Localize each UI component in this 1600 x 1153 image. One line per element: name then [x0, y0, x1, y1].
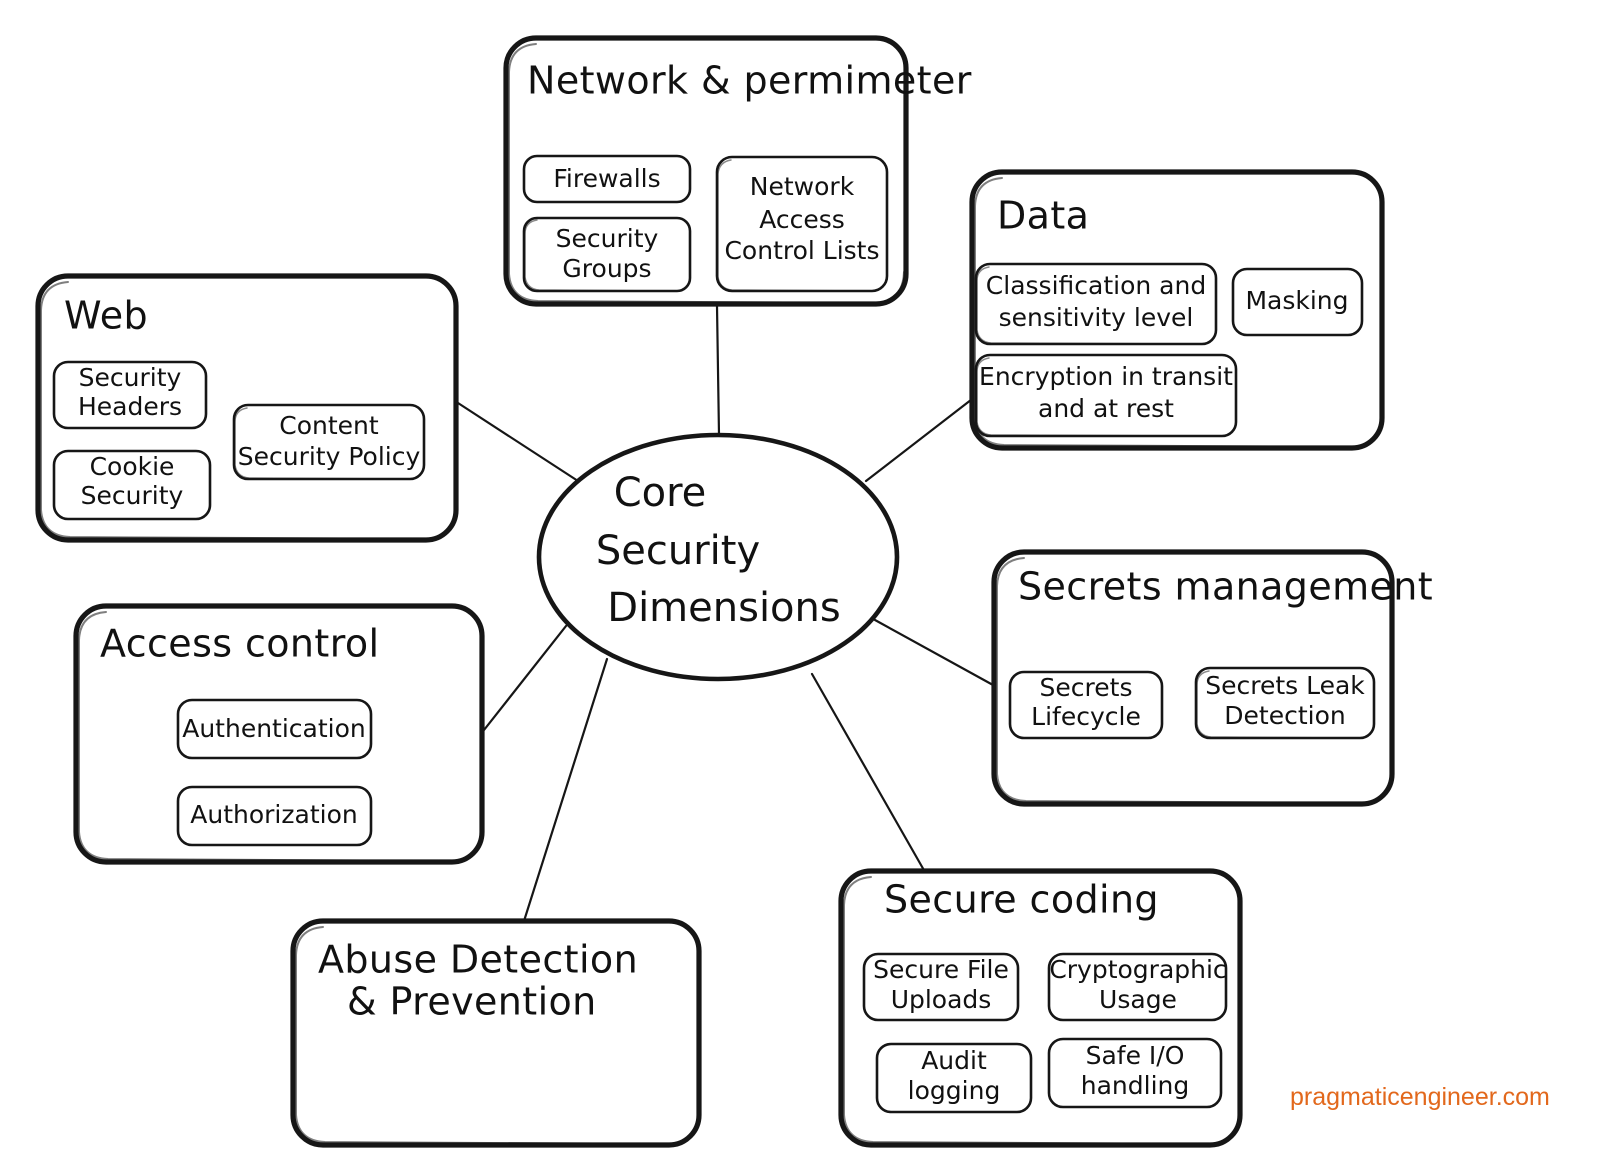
- item-network-acl-sketch: [717, 159, 873, 292]
- connector-access: [482, 624, 568, 732]
- item-authorization-label: Authorization: [190, 800, 357, 829]
- item-safe-io-handling-line2: handling: [1081, 1071, 1189, 1100]
- center-label-line1: Core: [614, 470, 707, 516]
- item-secure-file-uploads[interactable]: [862, 952, 1020, 1022]
- item-security-groups-line2: Groups: [562, 254, 651, 283]
- item-secrets-lifecycle-line1: Secrets: [1040, 673, 1133, 702]
- item-csp-line1: Content: [279, 411, 379, 440]
- connector-abuse: [522, 657, 609, 923]
- connector-lines: [456, 304, 995, 923]
- item-cryptographic-usage-line1: Cryptographic: [1049, 955, 1226, 984]
- group-abuse-title-line1: Abuse Detection: [318, 938, 638, 982]
- item-network-acl-line3: Control Lists: [724, 236, 879, 265]
- item-authorization[interactable]: [176, 785, 373, 847]
- item-masking-label: Masking: [1245, 286, 1348, 315]
- group-web[interactable]: Web Security Headers Cookie Security Con…: [35, 273, 459, 543]
- item-csp-line2: Security Policy: [238, 442, 421, 471]
- item-audit-logging[interactable]: [875, 1042, 1033, 1114]
- item-classification-line2: sensitivity level: [999, 303, 1194, 332]
- watermark-pragmaticengineer: pragmaticengineer.com: [1290, 1083, 1550, 1111]
- group-abuse-title-line2: & Prevention: [347, 980, 597, 1024]
- item-secrets-leak-line2: Detection: [1224, 701, 1345, 730]
- item-encryption-line1: Encryption in transit: [979, 362, 1233, 391]
- item-audit-logging-line1: Audit: [921, 1046, 987, 1075]
- group-coding-box-sketch: [843, 876, 1213, 1145]
- item-cryptographic-usage-line2: Usage: [1099, 985, 1177, 1014]
- item-network-acl-line1: Network: [750, 172, 855, 201]
- connector-web: [456, 401, 580, 483]
- item-security-groups-sketch: [524, 219, 677, 292]
- group-abuse-box-sketch: [295, 926, 672, 1145]
- group-web-box-sketch: [40, 281, 429, 540]
- center-ellipse[interactable]: [536, 432, 900, 682]
- item-cookie-security-line2: Security: [81, 481, 184, 510]
- group-secrets-box[interactable]: [991, 549, 1395, 807]
- item-safe-io-handling-line1: Safe I/O: [1086, 1041, 1185, 1070]
- connector-data: [864, 384, 991, 483]
- group-abuse-detection[interactable]: Abuse Detection & Prevention: [290, 918, 702, 1148]
- item-classification-sketch: [976, 266, 1203, 345]
- item-cookie-security-line1: Cookie: [90, 452, 175, 481]
- item-secrets-leak-line1: Secrets Leak: [1205, 671, 1365, 700]
- group-secrets-box-sketch: [996, 557, 1365, 804]
- center-label-line3: Dimensions: [607, 585, 840, 631]
- connector-secrets: [873, 618, 995, 687]
- group-access-box-sketch: [78, 611, 455, 862]
- item-secrets-leak-sketch: [1196, 670, 1361, 739]
- item-encryption-line2: and at rest: [1038, 394, 1174, 423]
- group-secure-coding[interactable]: Secure coding Secure File Uploads Crypto…: [838, 868, 1243, 1148]
- item-secrets-lifecycle[interactable]: [1008, 670, 1164, 740]
- center-node[interactable]: Core Security Dimensions: [536, 432, 900, 682]
- item-masking[interactable]: [1231, 267, 1364, 337]
- item-security-headers-line1: Security: [79, 363, 182, 392]
- group-abuse-box[interactable]: [290, 918, 702, 1148]
- connector-coding: [810, 672, 927, 874]
- item-secure-file-uploads-line2: Uploads: [891, 985, 992, 1014]
- group-secrets-title: Secrets management: [1018, 565, 1433, 609]
- group-access-title: Access control: [100, 622, 380, 666]
- group-coding-title: Secure coding: [884, 878, 1159, 922]
- item-secrets-lifecycle-line2: Lifecycle: [1031, 702, 1141, 731]
- item-classification-line1: Classification and: [986, 271, 1206, 300]
- item-firewalls[interactable]: [522, 154, 692, 204]
- connector-network: [715, 304, 721, 437]
- group-network-box-sketch: [508, 43, 905, 304]
- item-cookie-security[interactable]: [52, 449, 212, 521]
- group-data[interactable]: Data Classification and sensitivity leve…: [969, 169, 1385, 451]
- item-cryptographic-usage[interactable]: [1047, 952, 1228, 1022]
- group-access-control[interactable]: Access control Authentication Authorizat…: [73, 603, 485, 865]
- item-audit-logging-line2: logging: [908, 1076, 1001, 1105]
- item-authentication-label: Authentication: [182, 714, 366, 743]
- item-csp-sketch: [234, 407, 411, 480]
- item-security-headers[interactable]: [52, 360, 208, 430]
- item-network-acl-line2: Access: [759, 205, 845, 234]
- item-encryption-sketch: [976, 357, 1223, 437]
- group-data-title: Data: [997, 194, 1089, 238]
- group-network-perimeter[interactable]: Network & permimeter Firewalls Security …: [503, 35, 972, 307]
- group-secrets-management[interactable]: Secrets management Secrets Lifecycle Sec…: [991, 549, 1433, 807]
- group-web-title: Web: [64, 294, 148, 338]
- item-secure-file-uploads-line1: Secure File: [873, 955, 1009, 984]
- item-security-groups-line1: Security: [556, 224, 659, 253]
- item-safe-io-handling[interactable]: [1047, 1037, 1223, 1109]
- group-network-title: Network & permimeter: [527, 59, 972, 103]
- center-label-line2: Security: [596, 528, 760, 574]
- item-authentication[interactable]: [176, 698, 373, 760]
- item-security-headers-line2: Headers: [78, 392, 182, 421]
- item-firewalls-label: Firewalls: [553, 164, 660, 193]
